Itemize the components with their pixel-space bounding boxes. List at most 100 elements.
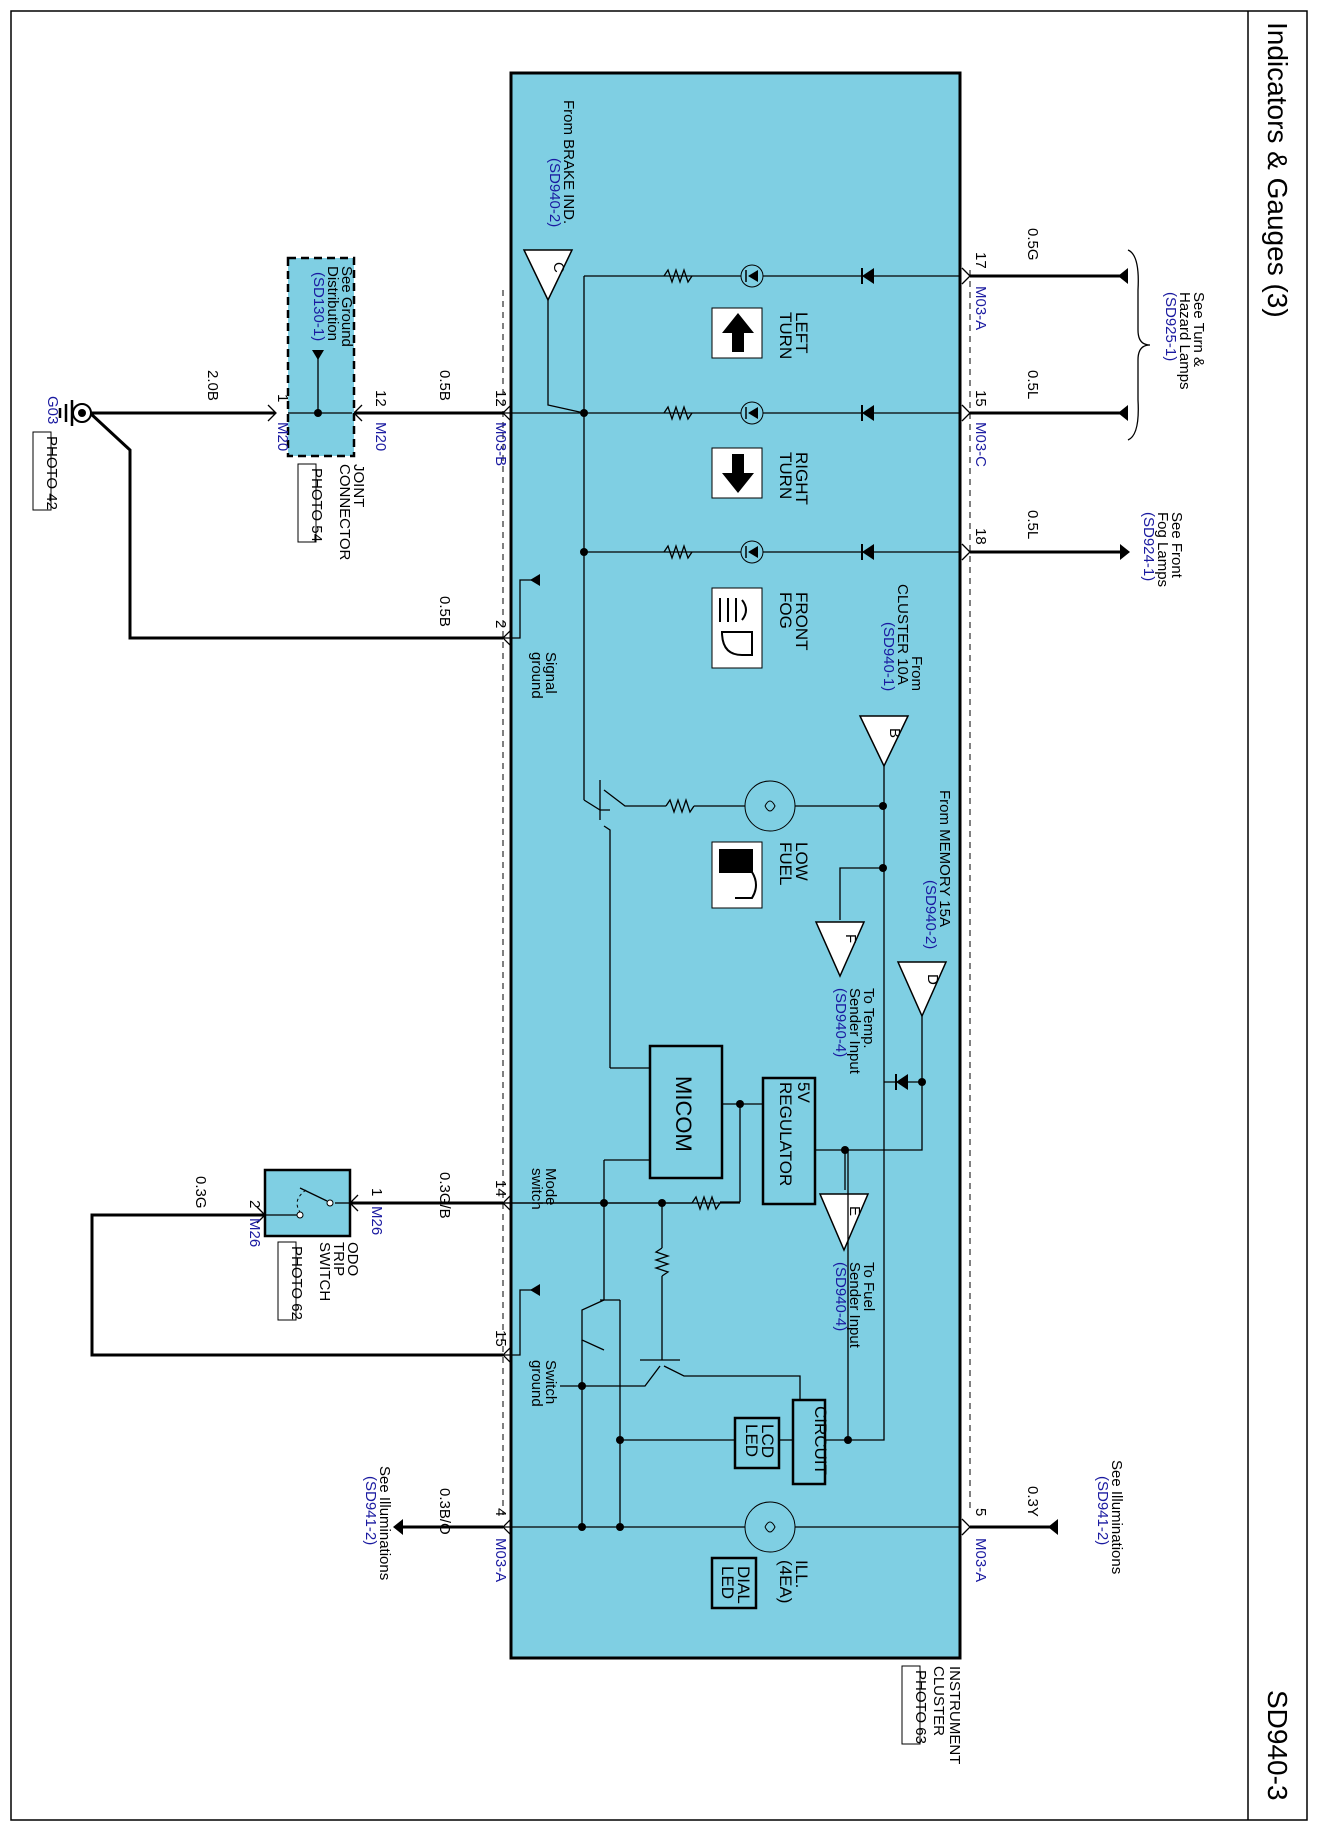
cluster-name: INSTRUMENT — [946, 1666, 963, 1764]
arrow-illum-left — [393, 1519, 403, 1535]
pin-l-14: 14 — [492, 1180, 509, 1197]
ref-fog-1: See Front — [1168, 512, 1185, 579]
lamp-ill-icon — [744, 1501, 796, 1553]
right-turn-arrow-icon — [722, 454, 754, 493]
odo-conn1: M26 — [368, 1206, 385, 1235]
label-switch-ground-2: ground — [528, 1360, 545, 1407]
resistor-left-turn — [663, 267, 693, 285]
ill-label-1: ILL. — [792, 1560, 811, 1588]
label-mode-switch-2: switch — [528, 1168, 545, 1210]
pin-markers-left — [267, 404, 512, 1536]
conn-l-4: M03-A — [492, 1538, 509, 1582]
diode-left-turn-icon — [861, 268, 874, 284]
wire-l-12: 0.5B — [436, 370, 453, 401]
diode-right-turn-icon — [861, 405, 874, 421]
micom-label: MICOM — [671, 1076, 696, 1152]
lcd-led-label-2: LED — [742, 1424, 761, 1457]
ref-fog-3: (SD924-1) — [1140, 512, 1157, 581]
offpage-f-icon — [814, 921, 866, 978]
wire-r-18: 0.5L — [1024, 510, 1041, 539]
pin-r-15: 15 — [972, 390, 989, 407]
offpage-e-letter: E — [846, 1206, 863, 1216]
offpage-c-ref: (SD940-2) — [546, 158, 563, 227]
arrow-turn-right — [1118, 405, 1128, 421]
offpage-f-line1: To Temp. — [860, 988, 877, 1049]
page-code: SD940-3 — [1262, 1690, 1293, 1801]
offpage-d-text: From MEMORY 15A — [936, 790, 953, 927]
odo-pin1: 1 — [368, 1188, 385, 1196]
label-mode-switch-1: Mode — [542, 1168, 559, 1206]
resistor-fog — [663, 543, 693, 561]
offpage-c-icon — [522, 249, 574, 302]
odo-conn2: M26 — [246, 1218, 263, 1247]
pin-r-17: 17 — [972, 252, 989, 269]
ref-illum-r-2: (SD941-2) — [1094, 1476, 1111, 1545]
offpage-d-letter: D — [924, 974, 941, 985]
offpage-f-line2: Sender Input — [846, 988, 863, 1075]
fog-lamp-icon — [719, 598, 753, 656]
ref-ground-3: (SD130-1) — [310, 272, 327, 341]
joint-conn-out: M20 — [274, 422, 291, 451]
label-right-turn-2: TURN — [776, 452, 795, 499]
lamp-low-fuel-icon — [744, 780, 796, 832]
ref-turn-1: See Turn & — [1190, 292, 1207, 367]
regulator-label-2: REGULATOR — [776, 1082, 795, 1186]
ground-name: G03 — [44, 396, 61, 424]
ref-illum-r-1: See Illuminations — [1108, 1460, 1125, 1574]
label-fog-2: FOG — [776, 592, 795, 629]
circuit-label: CIRCUIT — [811, 1406, 830, 1475]
led-left-turn-icon — [740, 264, 764, 288]
wire-r-15: 0.5L — [1024, 370, 1041, 399]
regulator-label-1: 5V — [794, 1082, 813, 1103]
micom-box — [648, 1044, 724, 1180]
arrow-illum-right — [1048, 1519, 1058, 1535]
page-border — [10, 10, 1308, 1821]
arrow-turn-left — [1118, 268, 1128, 284]
ill-label-2: (4EA) — [776, 1560, 795, 1603]
ref-illum-l-2: (SD941-2) — [362, 1476, 379, 1545]
resistor-low-fuel — [665, 797, 695, 815]
wire-r-17: 0.5G — [1024, 228, 1041, 261]
ground-photo: PHOTO 42 — [43, 436, 60, 510]
pin-l-12: 12 — [492, 390, 509, 407]
offpage-e-line2: Sender Input — [846, 1262, 863, 1349]
odo-photo: PHOTO 62 — [288, 1246, 305, 1320]
offpage-b-ref: (SD940-1) — [880, 622, 897, 691]
joint-conn-in: M20 — [372, 422, 389, 451]
wire-l-2: 0.5B — [436, 596, 453, 627]
label-fog-1: FRONT — [792, 592, 811, 651]
offpage-f-letter: F — [842, 934, 859, 943]
offpage-e-ref: (SD940-4) — [832, 1262, 849, 1331]
conn-l-12: M03-B — [492, 422, 509, 466]
pin-l-4: 4 — [492, 1508, 509, 1516]
label-right-turn-1: RIGHT — [792, 452, 811, 505]
joint-pin-in: 12 — [372, 390, 389, 407]
conn-r-5: M03-A — [972, 1538, 989, 1582]
ref-ground-1: See Ground — [338, 266, 355, 347]
pin-r-18: 18 — [972, 528, 989, 545]
odo-wire2: 0.3G — [192, 1176, 209, 1209]
offpage-b-letter: B — [886, 728, 903, 738]
offpage-c-text: From BRAKE IND. — [560, 100, 577, 224]
label-left-turn-1: LEFT — [792, 312, 811, 354]
fuel-pump-icon — [719, 849, 757, 899]
odo-pin2: 2 — [246, 1200, 263, 1208]
offpage-e-icon — [818, 1193, 870, 1252]
diode-fog-icon — [861, 544, 874, 560]
offpage-b-icon — [858, 715, 910, 768]
label-switch-ground-1: Switch — [542, 1360, 559, 1404]
label-signal-ground-2: ground — [528, 652, 545, 699]
ref-turn-3: (SD925-1) — [1162, 292, 1179, 361]
pin-markers-right — [961, 267, 971, 1536]
wire-l-4: 0.3B/O — [436, 1488, 453, 1535]
odo-label-1: ODO — [344, 1242, 361, 1276]
odo-photo-box — [277, 1241, 297, 1321]
lcd-led-label-1: LCD — [758, 1424, 777, 1458]
ground-symbol-icon — [58, 400, 92, 426]
led-right-turn-icon — [740, 401, 764, 425]
pin-r-5: 5 — [972, 1508, 989, 1516]
resistor-mode — [691, 1194, 721, 1212]
lcd-led-box — [733, 1416, 781, 1470]
offpage-f-ref: (SD940-4) — [832, 988, 849, 1057]
